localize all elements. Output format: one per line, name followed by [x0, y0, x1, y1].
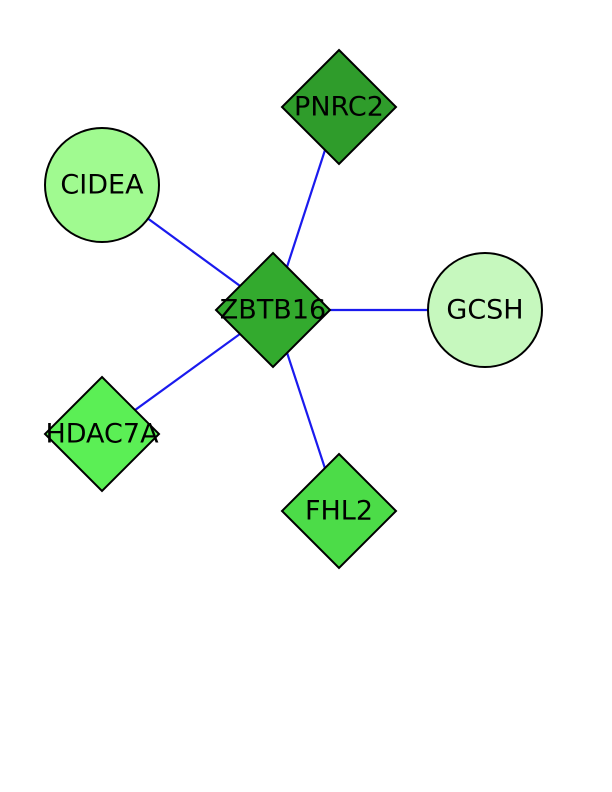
- node-circle: [427, 252, 543, 368]
- node-cidea[interactable]: CIDEA: [44, 127, 160, 243]
- node-gcsh[interactable]: GCSH: [427, 252, 543, 368]
- node-fhl2[interactable]: FHL2: [280, 452, 398, 570]
- node-diamond: [214, 251, 332, 369]
- node-label: HDAC7A: [45, 419, 159, 450]
- node-label: GCSH: [446, 295, 523, 326]
- node-label: FHL2: [305, 496, 373, 527]
- node-label: PNRC2: [294, 92, 384, 123]
- node-circle: [44, 127, 160, 243]
- node-hdac7a[interactable]: HDAC7A: [43, 375, 161, 493]
- node-label: CIDEA: [60, 170, 144, 201]
- node-zbtb16[interactable]: ZBTB16: [214, 251, 332, 369]
- node-pnrc2[interactable]: PNRC2: [280, 48, 398, 166]
- node-diamond: [43, 375, 161, 493]
- node-diamond: [280, 48, 398, 166]
- node-label: ZBTB16: [220, 295, 326, 326]
- node-diamond: [280, 452, 398, 570]
